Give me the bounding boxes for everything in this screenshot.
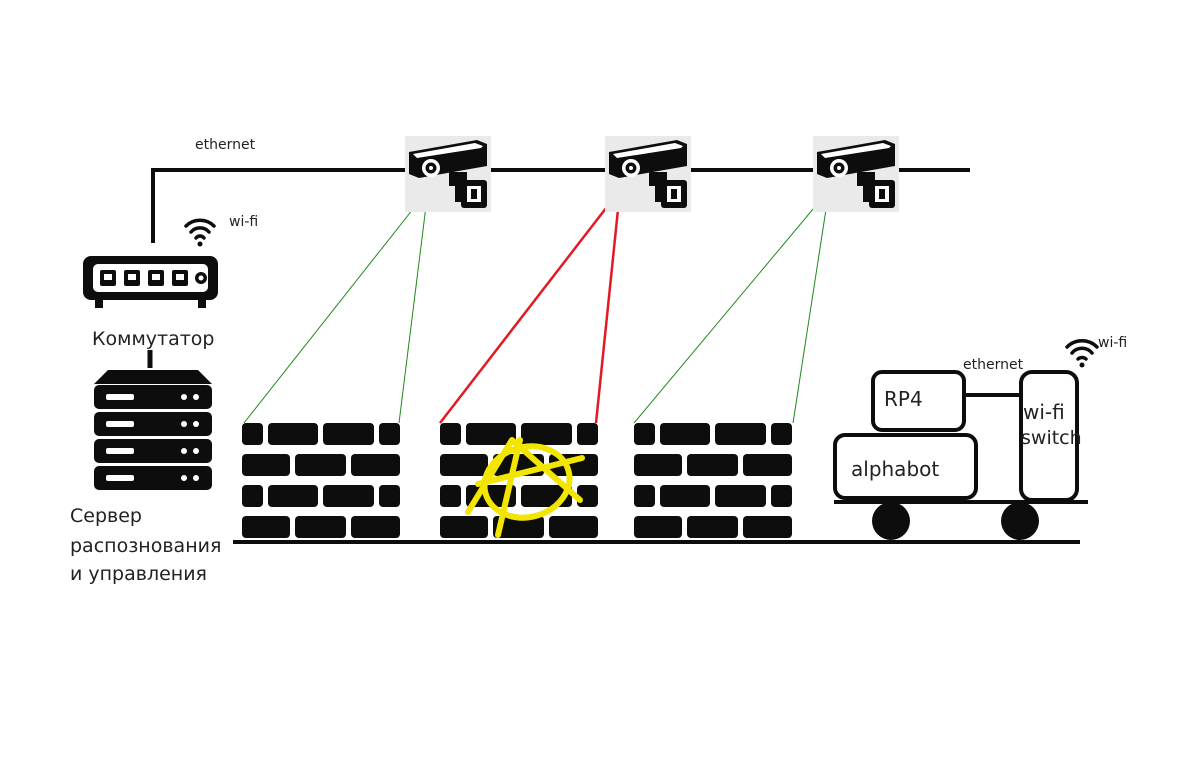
camera-view-lines xyxy=(243,189,830,424)
security-camera-icon xyxy=(813,136,899,212)
wifi-switch-label-line1: wi-fi xyxy=(1023,400,1065,424)
rp4-label: RP4 xyxy=(884,387,923,411)
rp4-box xyxy=(871,370,966,432)
camera-3-view-right xyxy=(792,189,830,424)
ethernet-cable-top xyxy=(151,168,970,243)
brick-wall-icon xyxy=(242,423,400,538)
alphabot-box xyxy=(833,433,978,500)
wifi-icon xyxy=(184,218,216,247)
security-camera-icon xyxy=(405,136,491,212)
wifi-switch-box xyxy=(1019,370,1079,502)
robot-cart xyxy=(833,370,1088,540)
robot-wheel-icon xyxy=(1001,502,1039,540)
anarchy-graffiti-icon xyxy=(465,437,585,538)
server-icon xyxy=(94,370,212,490)
network-switch-icon xyxy=(83,256,218,308)
server-label-line3: и управления xyxy=(70,563,207,585)
ethernet-label-robot: ethernet xyxy=(963,357,1024,373)
ethernet-label-top: ethernet xyxy=(195,137,256,153)
switch-label: Коммутатор xyxy=(92,328,215,350)
camera-1-view-right xyxy=(398,189,429,424)
wifi-label-switch: wi-fi xyxy=(229,214,258,230)
server-label-line1: Сервер xyxy=(70,505,142,527)
camera-1-view-left xyxy=(243,189,429,424)
wifi-icon xyxy=(1065,339,1099,368)
camera-2-view-right xyxy=(594,189,622,424)
security-camera-icon xyxy=(605,136,691,212)
wifi-label-robot: wi-fi xyxy=(1098,335,1127,351)
camera-3-view-left xyxy=(633,189,830,424)
wifi-switch-label-line2: switch xyxy=(1021,427,1082,449)
alphabot-label: alphabot xyxy=(851,457,939,481)
server-label-line2: распознования xyxy=(70,535,221,557)
robot-wheel-icon xyxy=(872,502,910,540)
camera-2-view-left xyxy=(439,189,621,424)
brick-wall-icon xyxy=(634,423,792,538)
